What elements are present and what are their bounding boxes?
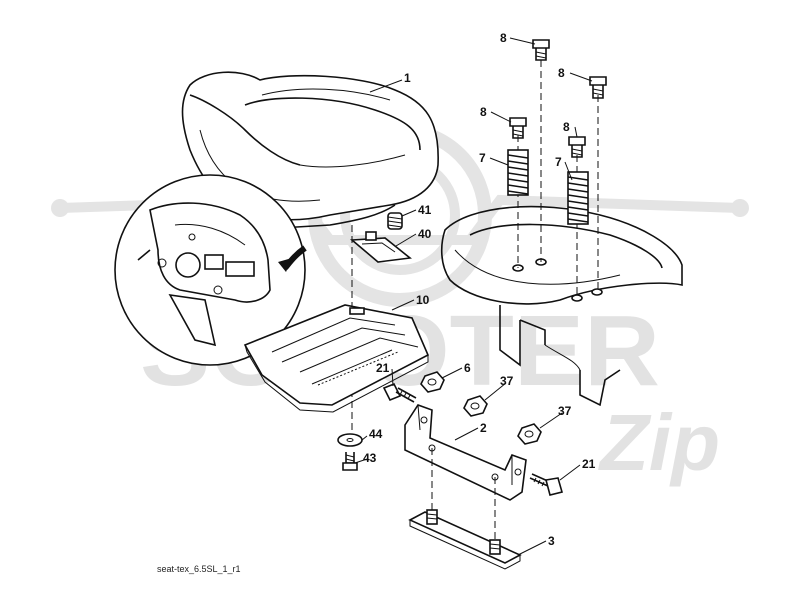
bolt-21-b xyxy=(529,473,563,496)
watermark-script-text: Zip xyxy=(598,398,720,487)
bolt-8-c xyxy=(509,117,527,139)
leader-lines xyxy=(354,37,593,556)
callout-8-d: 8 xyxy=(563,120,570,134)
callout-8-a: 8 xyxy=(500,31,507,45)
bolt-8-d xyxy=(568,136,586,158)
nut-37-b xyxy=(517,423,542,445)
callout-21-a: 21 xyxy=(376,361,390,375)
callout-3: 3 xyxy=(548,534,555,548)
nut-6 xyxy=(420,371,445,393)
spring-7-a xyxy=(507,149,529,196)
spring-7-b xyxy=(567,171,589,225)
seat-bracket-2 xyxy=(404,404,527,501)
latch-bracket-40 xyxy=(349,231,412,263)
callout-37-b: 37 xyxy=(558,404,572,418)
diagram-caption: seat-tex_6.5SL_1_r1 xyxy=(157,564,241,574)
detail-inset xyxy=(114,174,306,366)
spring-41 xyxy=(387,212,403,230)
callout-21-b: 21 xyxy=(582,457,596,471)
callout-8-c: 8 xyxy=(480,105,487,119)
callout-37-a: 37 xyxy=(500,374,514,388)
callout-2: 2 xyxy=(480,421,487,435)
tractor-frame xyxy=(440,205,683,407)
bolt-21-a xyxy=(382,382,417,403)
callout-8-b: 8 xyxy=(558,66,565,80)
callout-6: 6 xyxy=(464,361,471,375)
washer-44 xyxy=(337,433,363,447)
callout-7-b: 7 xyxy=(555,155,562,169)
callout-40: 40 xyxy=(418,227,432,241)
callout-41: 41 xyxy=(418,203,432,217)
bolt-43 xyxy=(342,452,358,471)
bolt-8-b xyxy=(589,76,607,99)
callout-43: 43 xyxy=(363,451,377,465)
callout-1: 1 xyxy=(404,71,411,85)
seat-plate-10 xyxy=(243,304,430,413)
bolt-8-a xyxy=(532,39,550,61)
callout-7-a: 7 xyxy=(479,151,486,165)
callout-10: 10 xyxy=(416,293,430,307)
callout-44: 44 xyxy=(369,427,383,441)
nut-37-a xyxy=(463,395,488,417)
mounting-plate-3 xyxy=(408,509,522,570)
